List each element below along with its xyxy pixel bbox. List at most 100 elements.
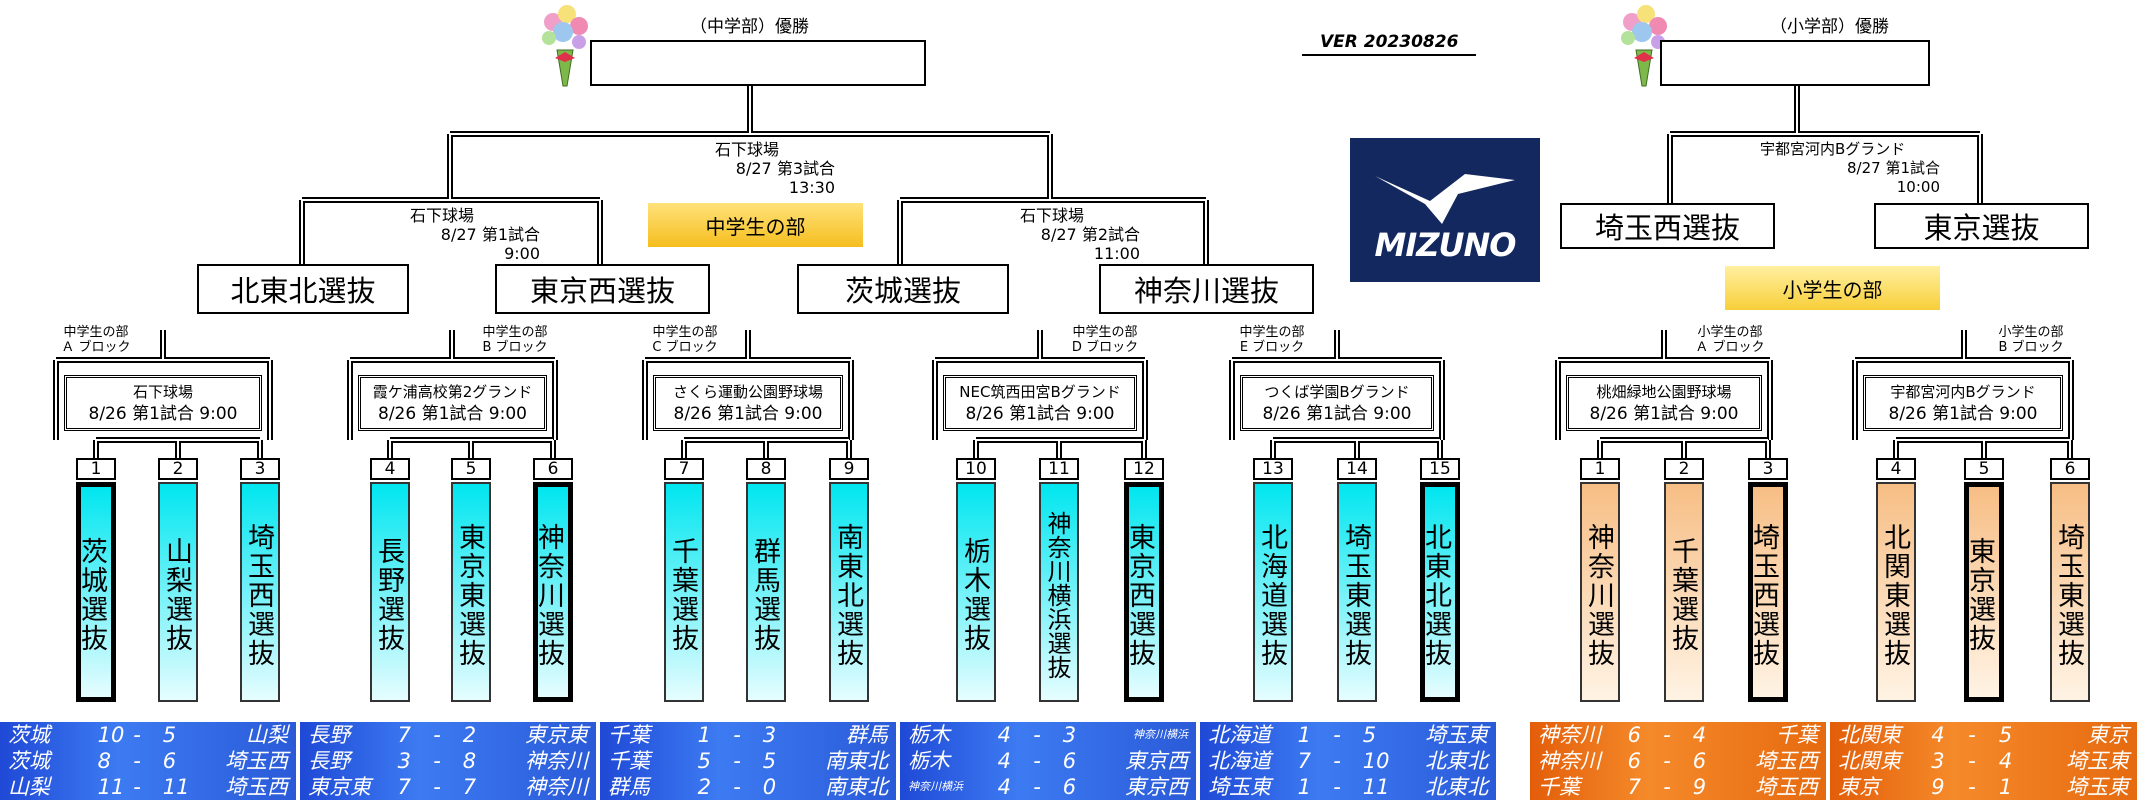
- score-home-score: 1: [1297, 723, 1312, 747]
- version-label: VER 20230826: [1302, 32, 1477, 56]
- jh-team-number: 11: [1039, 458, 1079, 480]
- jh-semi-team: 北東北選抜: [197, 264, 409, 314]
- score-away-score: 6: [1692, 749, 1707, 773]
- venue-line: 8/26 第1試合 9:00: [1589, 404, 1739, 424]
- score-home-score: 11: [97, 775, 125, 799]
- score-dash: -: [1968, 723, 1976, 747]
- score-home-team: 長野: [308, 749, 350, 773]
- jh-team-number: 10: [956, 458, 996, 480]
- score-away-team: 埼玉東: [1425, 723, 1488, 747]
- el-final-venue: 宇都宮河内Bグランド 8/27 第1試合 10:00: [1760, 140, 1940, 196]
- score-dash: -: [433, 775, 441, 799]
- block-caption-line: 中学生の部: [482, 325, 548, 340]
- jh-team-number: 2: [158, 458, 198, 480]
- score-dash: -: [133, 723, 141, 747]
- score-away-team: 北東北: [1425, 775, 1488, 799]
- score-home-team: 千葉: [1538, 775, 1580, 799]
- venue-line: 8/26 第1試合 9:00: [378, 404, 527, 424]
- block-caption-line: 小学生の部: [1697, 325, 1763, 340]
- venue-line: 8/26 第1試合 9:00: [1888, 404, 2038, 424]
- score-away-score: 0: [762, 775, 777, 799]
- score-home-score: 4: [997, 775, 1012, 799]
- score-away-score: 5: [1362, 723, 1377, 747]
- score-away-score: 1: [1998, 775, 2013, 799]
- score-dash: -: [433, 723, 441, 747]
- score-away-team: 神奈川横浜: [1133, 728, 1188, 741]
- score-away-team: 東京西: [1125, 749, 1188, 773]
- jh-team-pillar: 東京西選抜: [1124, 482, 1164, 702]
- score-home-score: 6: [1627, 749, 1642, 773]
- score-away-score: 6: [162, 749, 177, 773]
- venue-line: 桃畑緑地公園野球場: [1596, 383, 1732, 401]
- score-away-score: 6: [1062, 775, 1077, 799]
- score-dash: -: [733, 775, 741, 799]
- el-team-pillar: 神奈川選抜: [1580, 482, 1620, 702]
- jh-team-pillar: 埼玉西選抜: [240, 482, 280, 702]
- score-home-score: 5: [697, 749, 712, 773]
- score-away-team: 南東北: [825, 749, 888, 773]
- score-home-team: 千葉: [608, 749, 650, 773]
- el-team-number: 4: [1876, 458, 1916, 480]
- venue-line: 8/26 第1試合 9:00: [88, 404, 238, 424]
- score-home-score: 4: [997, 723, 1012, 747]
- score-home-score: 7: [397, 775, 412, 799]
- score-home-team: 栃木: [908, 723, 950, 747]
- venue-line: 8/26 第1試合 9:00: [1262, 404, 1412, 424]
- jh-team-number: 3: [240, 458, 280, 480]
- jh-team-pillar: 北東北選抜: [1420, 482, 1460, 702]
- score-home-team: 山梨: [8, 775, 50, 799]
- score-home-team: 埼玉東: [1208, 775, 1271, 799]
- block-caption-line: B ブロック: [482, 340, 548, 355]
- score-dash: -: [1968, 775, 1976, 799]
- block-caption-line: C ブロック: [652, 340, 718, 355]
- score-dash: -: [1663, 723, 1671, 747]
- jh-team-pillar: 群馬選抜: [746, 482, 786, 702]
- score-away-team: 埼玉西: [225, 749, 288, 773]
- score-home-team: 茨城: [8, 749, 50, 773]
- jh-final-venue: 石下球場 8/27 第3試合 13:30: [715, 140, 835, 197]
- venue-line: 8/26 第1試合 9:00: [673, 404, 823, 424]
- score-away-team: 埼玉東: [2066, 749, 2129, 773]
- score-away-team: 埼玉東: [2066, 775, 2129, 799]
- jh-team-number: 8: [746, 458, 786, 480]
- score-home-score: 10: [97, 723, 125, 747]
- block-caption-line: Ａ ブロック: [61, 340, 131, 355]
- venue-line: NEC筑西田宮Bグランド: [959, 383, 1121, 401]
- score-dash: -: [133, 775, 141, 799]
- block-caption-line: E ブロック: [1239, 340, 1305, 355]
- el-final-team: 東京選抜: [1874, 203, 2089, 249]
- jh-team-number: 13: [1253, 458, 1293, 480]
- jh-division-chip: 中学生の部: [648, 203, 863, 247]
- jh-semi2-venue: 石下球場 8/27 第2試合 11:00: [1020, 206, 1140, 263]
- jh-team-pillar: 東京東選抜: [451, 482, 491, 702]
- score-away-team: 東京: [2087, 723, 2129, 747]
- score-home-score: 1: [1297, 775, 1312, 799]
- score-home-score: 2: [697, 775, 712, 799]
- score-home-team: 北海道: [1208, 749, 1271, 773]
- score-away-score: 4: [1692, 723, 1707, 747]
- el-team-number: 1: [1580, 458, 1620, 480]
- score-dash: -: [1033, 775, 1041, 799]
- score-home-score: 9: [1931, 775, 1945, 799]
- jh-team-number: 4: [370, 458, 410, 480]
